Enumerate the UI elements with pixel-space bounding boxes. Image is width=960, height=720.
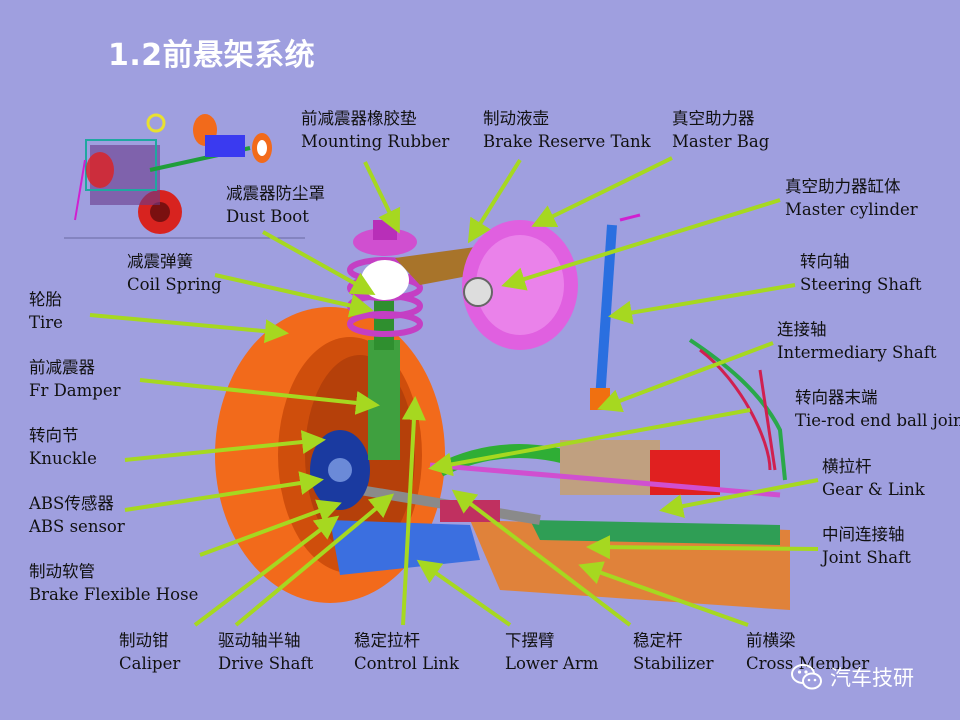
arrow-intermediate-shaft [597,341,774,413]
label-en: Drive Shaft [218,654,314,673]
label-en: Joint Shaft [822,548,911,567]
watermark-text: 汽车技研 [830,666,914,690]
arrow-gear-link [659,478,819,518]
arrow-brake-tank [467,158,522,244]
label-zh: 真空助力器 [672,109,755,128]
arrow-tie-rod [428,408,751,477]
label-en: Brake Flexible Hose [29,585,199,604]
page-title: 1.2前悬架系统 [108,38,316,73]
label-en: Lower Arm [505,654,599,673]
label-en: Dust Boot [226,207,309,226]
suspension-assembly [215,213,790,610]
arrow-abs-sensor [124,471,324,512]
label-en: Caliper [119,654,181,673]
label-dust-boot: 减震器防尘罩 Dust Boot [226,182,325,228]
arrow-lower-arm [416,559,512,627]
label-en: Intermediary Shaft [777,343,937,362]
leader-arrows [89,156,819,627]
arrow-master-bag [531,156,673,227]
label-zh: 稳定拉杆 [354,631,420,650]
label-en: Cross Member [746,654,870,673]
arrow-master-cylinder [501,198,781,291]
arrow-joint-shaft [586,535,819,560]
label-zh: 稳定杆 [633,631,683,650]
label-mounting-rubber: 前减震器橡胶垫 Mounting Rubber [301,107,449,153]
label-zh: 驱动轴半轴 [218,631,301,650]
label-fr-damper: 前减震器 Fr Damper [29,356,121,402]
label-zh: 减震弹簧 [127,252,193,271]
arrow-drive-shaft [234,493,395,627]
label-en: Master cylinder [785,200,918,219]
label-en: Gear & Link [822,480,925,499]
label-zh: 轮胎 [29,290,62,309]
label-cross-member: 前横梁 Cross Member [746,629,869,675]
label-joint-shaft: 中间连接轴 Joint Shaft [822,523,911,569]
label-zh: 真空助力器缸体 [785,177,901,196]
label-steering-shaft: 转向轴 Steering Shaft [800,250,922,296]
arrow-cross-member [578,561,749,627]
label-control-link: 稳定拉杆 Control Link [354,629,459,675]
label-gear-link: 横拉杆 Gear & Link [822,455,925,501]
wechat-icon [791,664,822,690]
label-zh: 横拉杆 [822,457,872,476]
label-zh: 转向节 [29,426,79,445]
arrow-fr-damper [139,378,380,415]
arrow-knuckle [124,430,326,462]
label-zh: 中间连接轴 [822,525,905,544]
label-en: Fr Damper [29,381,121,400]
label-en: Steering Shaft [800,275,922,294]
label-abs-sensor: ABS传感器 ABS sensor [29,492,125,538]
arrow-coil-spring [214,273,374,318]
label-tie-rod: 转向器末端 Tie-rod end ball joint [795,386,960,432]
label-en: ABS sensor [29,517,125,536]
arrow-steering-shaft [608,283,796,325]
label-zh: 前横梁 [746,631,796,650]
label-zh: 转向器末端 [795,388,878,407]
arrow-dust-boot [262,230,376,295]
label-zh: 制动液壶 [483,109,549,128]
arrow-brake-hose [199,499,342,557]
label-en: Control Link [354,654,460,673]
label-en: Mounting Rubber [301,132,450,151]
label-en: Brake Reserve Tank [483,132,651,151]
label-zh: 连接轴 [777,320,827,339]
arrow-stabilizer [451,489,632,627]
label-drive-shaft: 驱动轴半轴 Drive Shaft [218,629,313,675]
chassis-thumbnail [64,113,305,239]
label-lower-arm: 下摆臂 Lower Arm [505,629,598,675]
label-brake-tank: 制动液壶 Brake Reserve Tank [483,107,651,153]
label-brake-hose: 制动软管 Brake Flexible Hose [29,560,198,606]
label-zh: ABS传感器 [29,494,114,513]
label-en: Master Bag [672,132,770,151]
label-en: Tie-rod end ball joint [795,411,960,430]
label-zh: 前减震器 [29,358,95,377]
arrow-caliper [193,515,340,627]
label-en: Knuckle [29,449,97,468]
label-coil-spring: 减震弹簧 Coil Spring [127,250,222,296]
label-zh: 减震器防尘罩 [226,184,325,203]
label-knuckle: 转向节 Knuckle [29,424,97,470]
label-zh: 制动钳 [119,631,169,650]
label-master-cylinder: 真空助力器缸体 Master cylinder [785,175,918,221]
label-zh: 前减震器橡胶垫 [301,109,417,128]
label-master-bag: 真空助力器 Master Bag [672,107,769,153]
label-en: Stabilizer [633,654,714,673]
label-en: Coil Spring [127,275,222,294]
label-stabilizer: 稳定杆 Stabilizer [633,629,714,675]
label-zh: 下摆臂 [505,631,555,650]
label-intermediate-shaft: 连接轴 Intermediary Shaft [777,318,936,364]
arrow-control-link [401,396,426,626]
label-tire: 轮胎 Tire [29,288,63,334]
watermark: 汽车技研 [790,660,914,694]
label-caliper: 制动钳 Caliper [119,629,180,675]
label-en: Tire [29,313,63,332]
arrow-tire [89,313,289,344]
label-zh: 转向轴 [800,252,850,271]
label-zh: 制动软管 [29,562,95,581]
arrow-mounting-rubber [363,161,401,234]
